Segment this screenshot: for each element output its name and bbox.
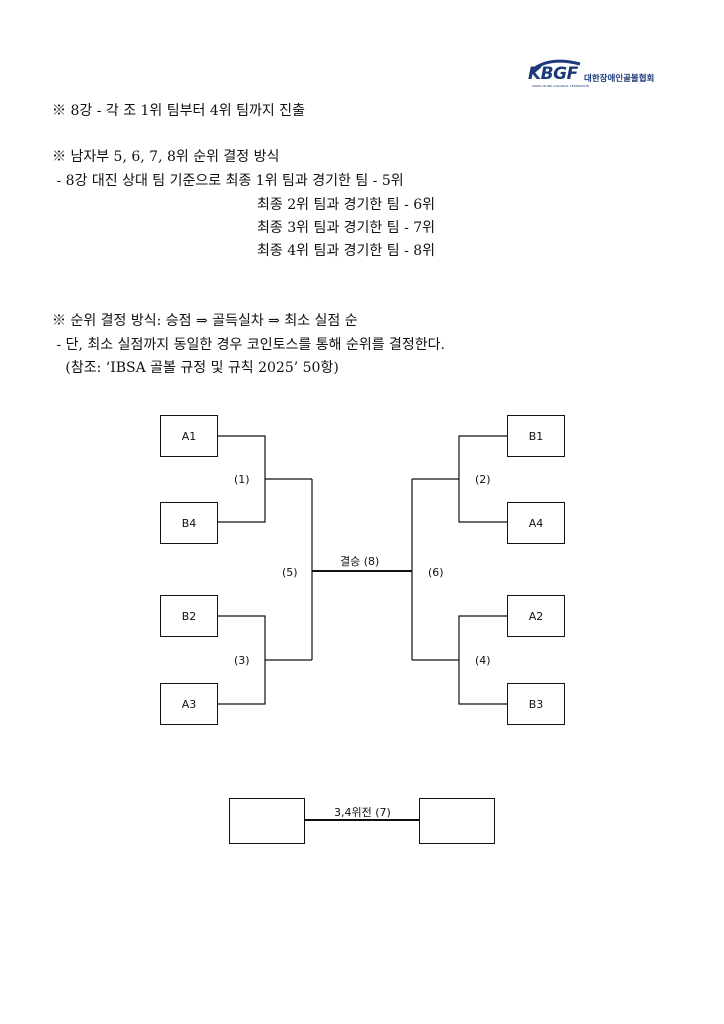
note-rank-5: - 8강 대진 상대 팀 기준으로 최종 1위 팀과 경기한 팀 - 5위 [52,173,404,189]
team-box-left-2: B4 [160,502,218,544]
match-label-2: (2) [475,473,491,486]
note-ranking-heading: ※ 남자부 5, 6, 7, 8위 순위 결정 방식 [52,149,280,165]
logo-arc-icon [531,59,581,72]
final-label: 결승 (8) [340,555,380,568]
note-cointoss: - 단, 최소 실점까지 동일한 경우 코인토스를 통해 순위를 결정한다. [52,337,446,353]
logo-text: KBGF [528,64,578,84]
match-label-3: (3) [234,654,250,667]
team-box-right-2: A4 [507,502,565,544]
note-rank-6: 최종 2위 팀과 경기한 팀 - 6위 [257,197,436,213]
team-box-right-4: B3 [507,683,565,725]
match-label-5: (5) [282,566,298,579]
team-box-left-1: A1 [160,415,218,457]
org-name: 대한장애인골볼협회 [584,74,655,84]
team-box-right-3: A2 [507,595,565,637]
note-reference: (참조: ‘IBSA 골볼 규정 및 규칙 2025’ 50항) [52,360,339,376]
note-rank-7: 최종 3위 팀과 경기한 팀 - 7위 [257,220,436,236]
third-place-box-left [229,798,305,844]
team-box-right-1: B1 [507,415,565,457]
note-tiebreak-rule: ※ 순위 결정 방식: 승점 ⇒ 골득실차 ⇒ 최소 실점 순 [52,313,358,329]
note-rank-8: 최종 4위 팀과 경기한 팀 - 8위 [257,243,436,259]
match-label-6: (6) [428,566,444,579]
team-box-left-3: B2 [160,595,218,637]
note-quarterfinal: ※ 8강 - 각 조 1위 팀부터 4위 팀까지 진출 [52,103,305,119]
match-label-4: (4) [475,654,491,667]
third-place-label: 3,4위전 (7) [334,806,391,819]
team-box-left-4: A3 [160,683,218,725]
match-label-1: (1) [234,473,250,486]
third-place-box-right [419,798,495,844]
logo-tagline: KOREA BLIND GOALBALL FEDERATION [532,84,589,88]
federation-logo: KBGF 대한장애인골볼협회 KOREA BLIND GOALBALL FEDE… [528,58,698,92]
